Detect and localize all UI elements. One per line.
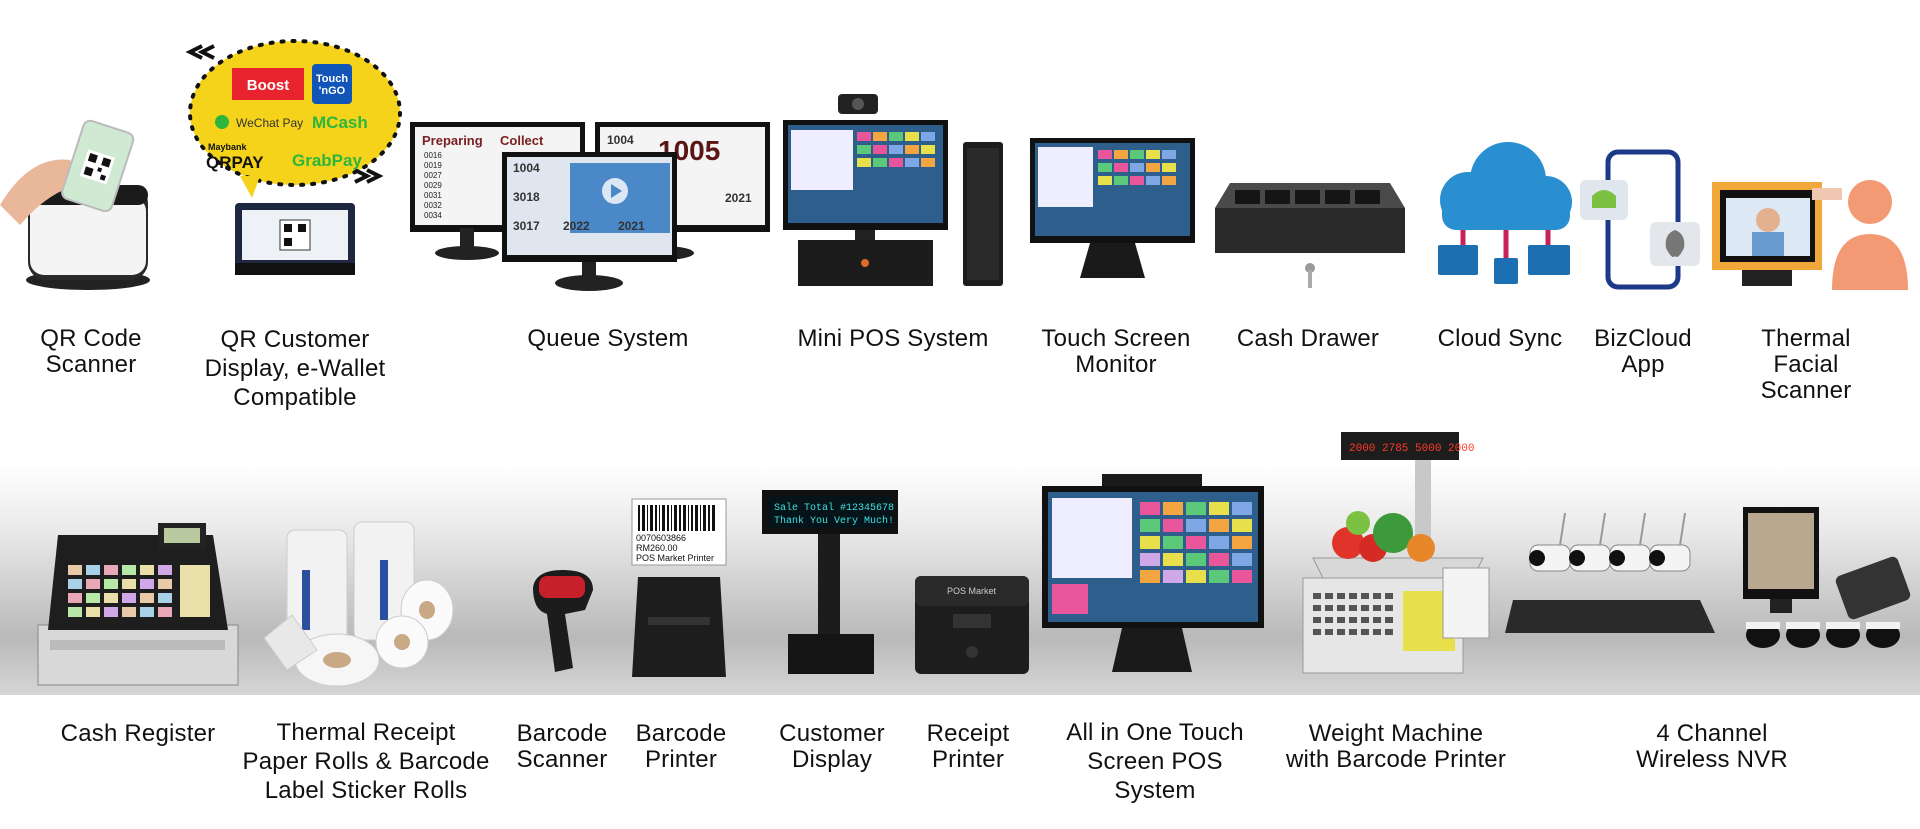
svg-text:Boost: Boost	[247, 77, 290, 94]
label-cash-register: Cash Register	[60, 720, 216, 747]
svg-text:1004: 1004	[513, 161, 540, 175]
qr-customer-display-image: Boost Touch 'nGO WeChat Pay MCash Mayban…	[185, 39, 402, 275]
svg-text:3017: 3017	[513, 219, 540, 233]
touch-screen-monitor-image	[1030, 138, 1195, 278]
label-wireless-nvr: 4 Channel Wireless NVR	[1636, 720, 1788, 773]
mini-pos-system-image	[783, 94, 1003, 286]
svg-text:WeChat Pay: WeChat Pay	[236, 116, 303, 130]
weight-machine-image: 2000 2785 5000 2000	[1302, 432, 1490, 674]
label-mini-pos-system: Mini POS System	[797, 325, 989, 352]
svg-text:Collect: Collect	[500, 133, 544, 148]
label-qr-customer-display: QR Customer Display, e-Wallet Compatible	[204, 326, 386, 411]
customer-display-image: Sale Total #12345678 Thank You Very Much…	[762, 490, 898, 674]
svg-text:2021: 2021	[725, 191, 752, 205]
svg-text:1004: 1004	[607, 133, 634, 147]
receipt-printer-image: POS Market	[915, 576, 1029, 674]
cloud-sync-image	[1438, 142, 1572, 284]
label-thermal-receipt-rolls: Thermal Receipt Paper Rolls & Barcode La…	[242, 719, 490, 804]
vfd-line-2: Thank You Very Much!	[774, 515, 894, 527]
cash-register-image	[37, 523, 239, 686]
qr-code-scanner-image	[0, 119, 150, 290]
label-qr-code-scanner: QR Code Scanner	[40, 325, 142, 378]
svg-text:MCash: MCash	[312, 113, 368, 132]
label-touch-screen-monitor: Touch Screen Monitor	[1041, 325, 1191, 378]
svg-text:GrabPay: GrabPay	[292, 151, 362, 170]
receipt-printer-brand: POS Market	[947, 586, 997, 596]
label-barcode-scanner: Barcode Scanner	[516, 720, 608, 773]
svg-text:0027: 0027	[424, 171, 442, 180]
bizcloud-app-image	[1580, 149, 1700, 290]
svg-text:Preparing: Preparing	[422, 133, 483, 148]
all-in-one-pos-image	[1042, 474, 1264, 672]
label-all-in-one-pos: All in One Touch Screen POS System	[1066, 719, 1244, 804]
barcode-scanner-image	[533, 570, 593, 672]
svg-text:0034: 0034	[424, 211, 442, 220]
svg-text:3018: 3018	[513, 190, 540, 204]
label-bizcloud-app: BizCloud App	[1594, 325, 1692, 378]
label-cash-drawer: Cash Drawer	[1236, 325, 1380, 352]
svg-text:0029: 0029	[424, 181, 442, 190]
scale-display: 2000 2785 5000 2000	[1349, 443, 1474, 455]
svg-text:0019: 0019	[424, 161, 442, 170]
cash-drawer-image	[1215, 183, 1405, 288]
label-cloud-sync: Cloud Sync	[1437, 325, 1563, 352]
svg-text:2022: 2022	[563, 219, 590, 233]
label-queue-system: Queue System	[527, 325, 689, 352]
barcode-printer-image: 0070603866 RM260.00 POS Market Printer	[631, 498, 727, 677]
barcode-label-code: 0070603866	[636, 533, 686, 543]
label-barcode-printer: Barcode Printer	[635, 720, 727, 773]
vfd-line-1: Sale Total #12345678	[774, 502, 894, 514]
thermal-facial-scanner-image	[1712, 180, 1908, 290]
label-weight-machine: Weight Machine with Barcode Printer	[1285, 720, 1507, 773]
thermal-receipt-rolls-image	[263, 521, 454, 687]
svg-text:Maybank: Maybank	[208, 142, 248, 152]
label-area	[0, 695, 1920, 829]
svg-text:0032: 0032	[424, 201, 442, 210]
svg-text:QRPAY: QRPAY	[206, 153, 264, 172]
barcode-label-store: POS Market Printer	[636, 553, 714, 563]
wireless-nvr-image	[1505, 507, 1911, 648]
label-thermal-facial-scanner: Thermal Facial Scanner	[1760, 325, 1852, 404]
label-receipt-printer: Receipt Printer	[926, 720, 1010, 773]
svg-text:0016: 0016	[424, 151, 442, 160]
svg-text:'nGO: 'nGO	[319, 85, 346, 97]
barcode-label-price: RM260.00	[636, 543, 678, 553]
label-customer-display: Customer Display	[779, 720, 885, 773]
svg-text:2021: 2021	[618, 219, 645, 233]
svg-text:0031: 0031	[424, 191, 442, 200]
svg-text:Touch: Touch	[316, 73, 348, 85]
